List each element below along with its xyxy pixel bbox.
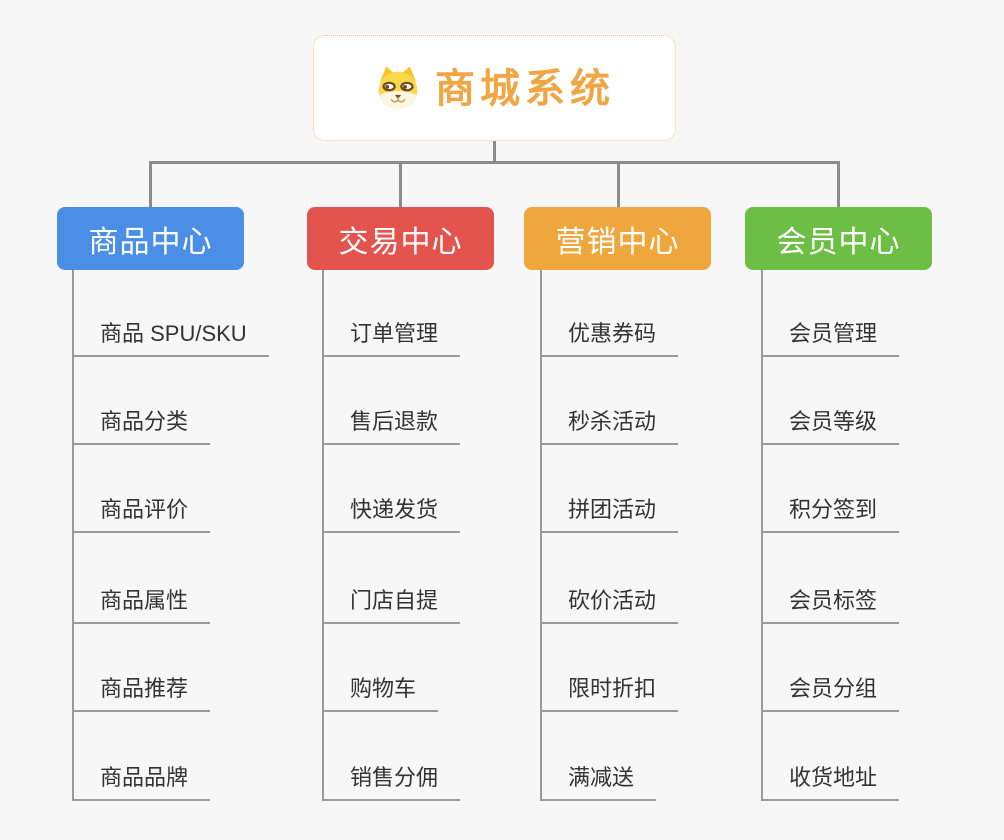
child-node-shopping-cart[interactable]: 购物车 [322,674,439,712]
branch-spine-goods [72,270,74,801]
connector-root-stem [493,141,496,163]
child-node-sales-commission[interactable]: 销售分佣 [322,763,461,801]
branch-spine-marketing [540,270,542,801]
root-title: 商城系统 [435,67,615,111]
branch-spine-member [761,270,763,801]
child-node-group-buy[interactable]: 拼团活动 [540,495,679,533]
connector-bus [149,161,840,164]
branch-header-marketing-center[interactable]: 营销中心 [524,207,711,270]
child-node-goods-recommend[interactable]: 商品推荐 [72,674,211,712]
branch-header-trade-center[interactable]: 交易中心 [307,207,494,270]
child-node-express-delivery[interactable]: 快递发货 [322,495,461,533]
child-node-member-tag[interactable]: 会员标签 [761,586,900,624]
child-node-full-reduction[interactable]: 满减送 [540,763,657,801]
child-node-store-pickup[interactable]: 门店自提 [322,586,461,624]
root-node[interactable]: 商城系统 [313,35,676,141]
branch-header-goods-center[interactable]: 商品中心 [57,207,244,270]
child-node-points-checkin[interactable]: 积分签到 [761,495,900,533]
child-node-limited-discount[interactable]: 限时折扣 [540,674,679,712]
dog-face-icon [378,66,418,109]
child-node-member-level[interactable]: 会员等级 [761,407,900,445]
branch-spine-trade [322,270,324,801]
child-node-flash-sale[interactable]: 秒杀活动 [540,407,679,445]
connector-drop-member [837,161,840,207]
child-node-member-group[interactable]: 会员分组 [761,674,900,712]
child-node-goods-spu-sku[interactable]: 商品 SPU/SKU [72,319,269,357]
child-node-shipping-address[interactable]: 收货地址 [761,763,900,801]
child-node-aftersale-refund[interactable]: 售后退款 [322,407,461,445]
child-node-goods-category[interactable]: 商品分类 [72,407,211,445]
child-node-order-management[interactable]: 订单管理 [322,319,461,357]
child-node-goods-review[interactable]: 商品评价 [72,495,211,533]
child-node-goods-attribute[interactable]: 商品属性 [72,586,211,624]
child-node-coupon-code[interactable]: 优惠券码 [540,319,679,357]
child-node-bargain[interactable]: 砍价活动 [540,586,679,624]
branch-header-member-center[interactable]: 会员中心 [745,207,932,270]
connector-drop-marketing [617,161,620,207]
child-node-goods-brand[interactable]: 商品品牌 [72,763,211,801]
connector-drop-trade [399,161,402,207]
child-node-member-management[interactable]: 会员管理 [761,319,900,357]
connector-drop-goods [149,161,152,207]
